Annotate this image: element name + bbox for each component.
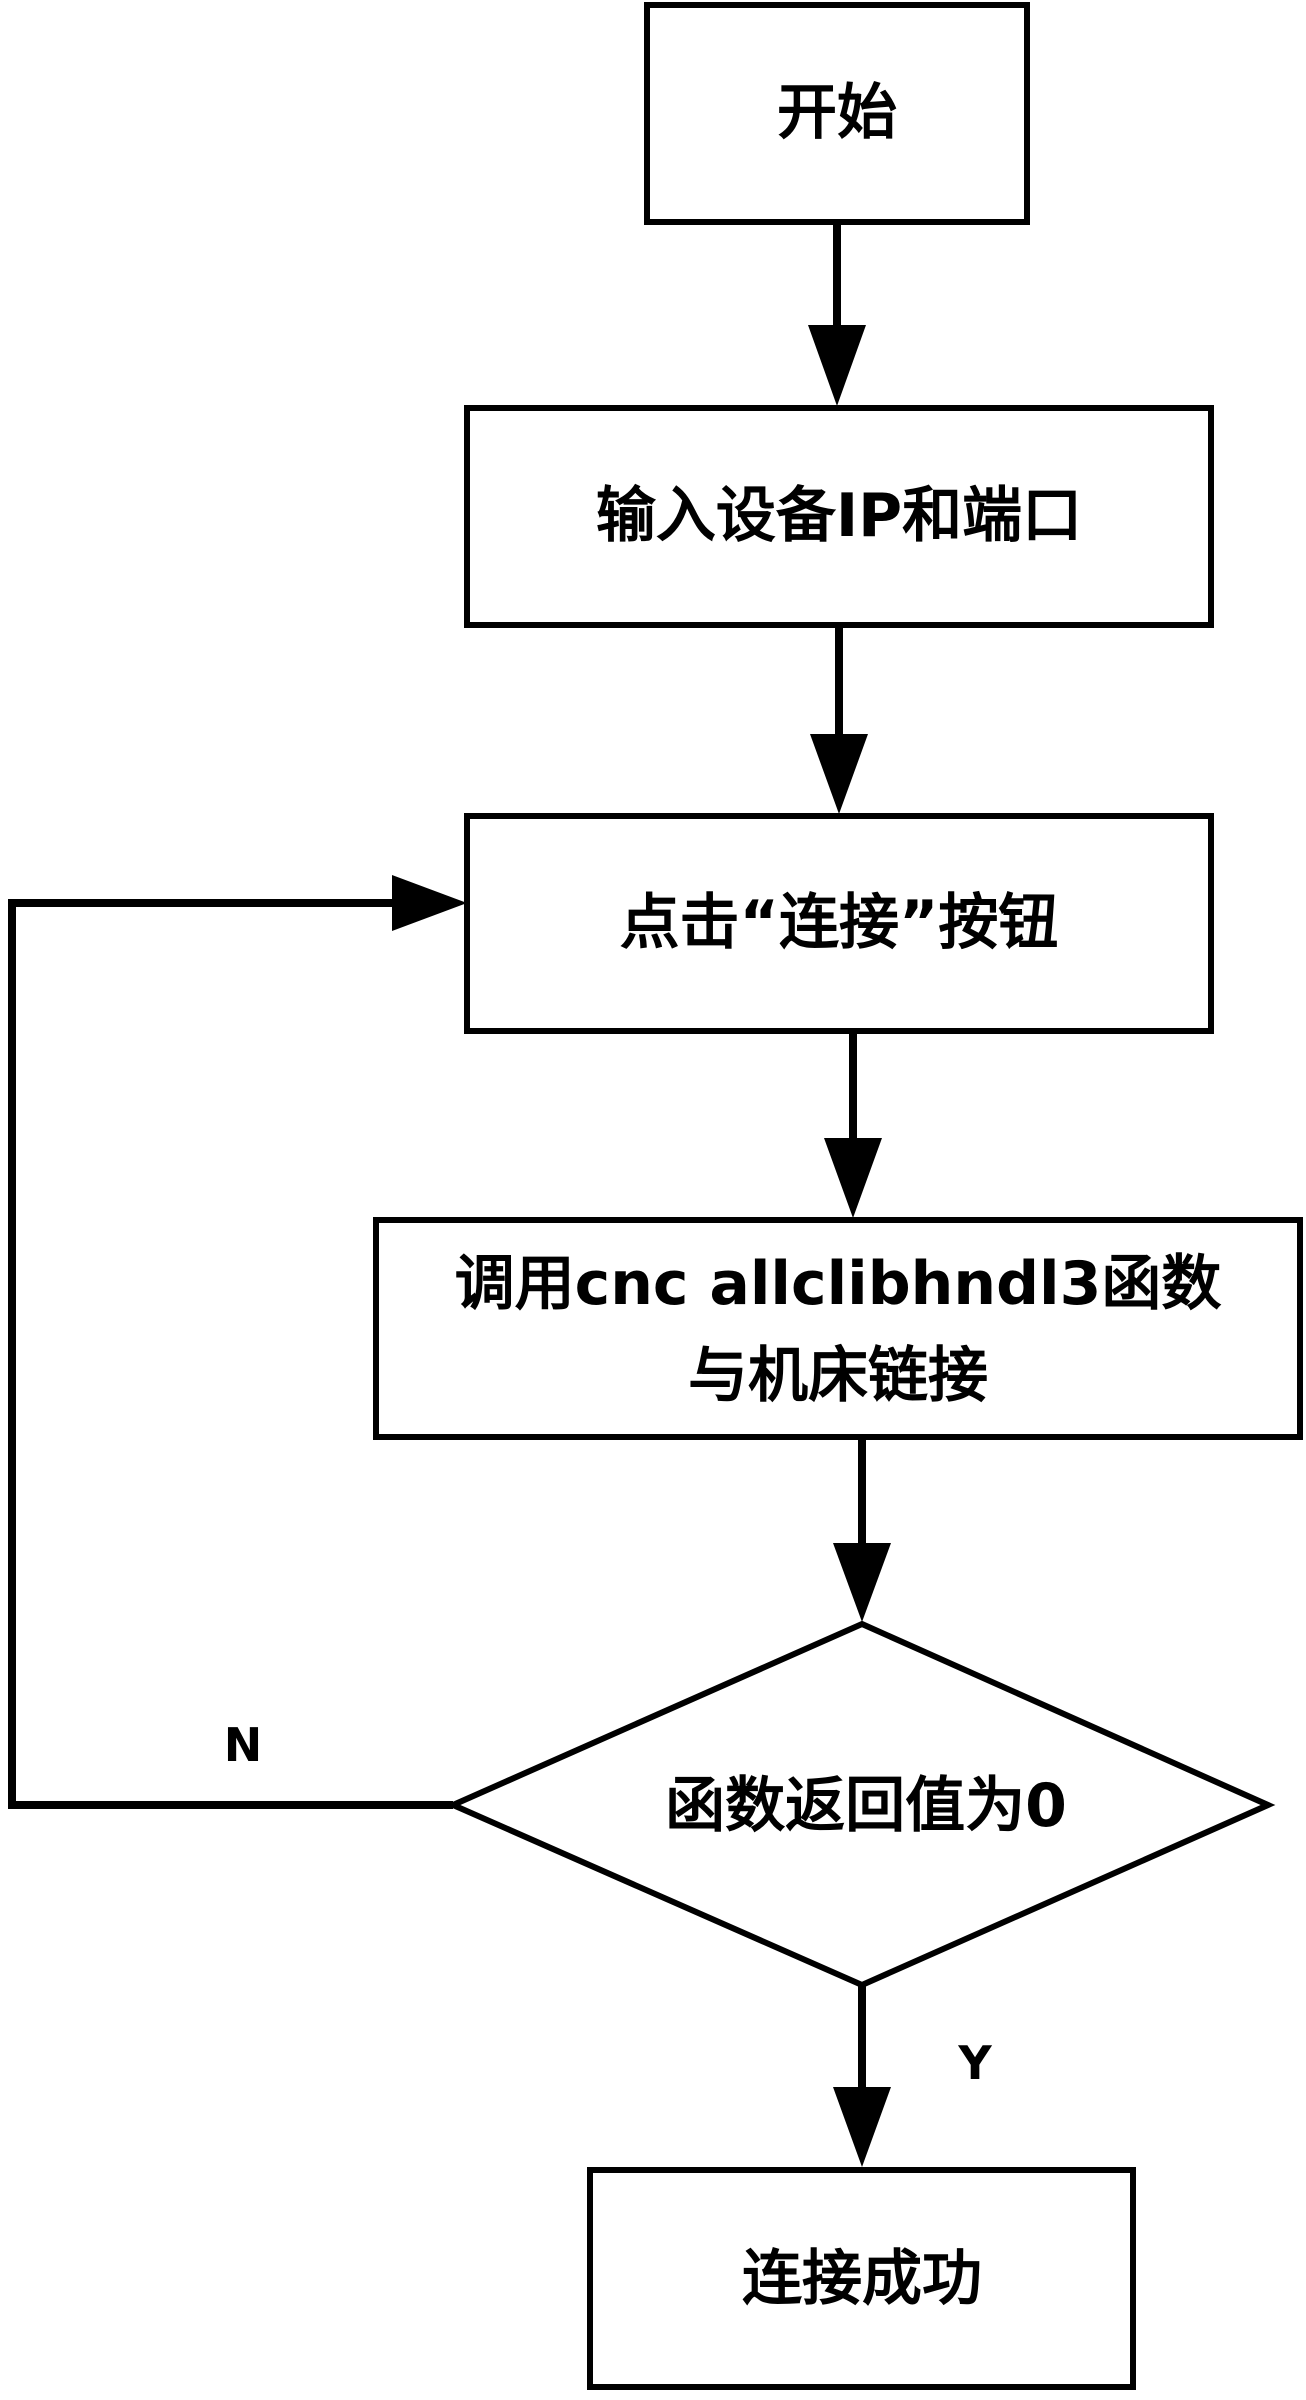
arrow-input-to-click <box>810 625 868 814</box>
input-node: 输入设备IP和端口 <box>464 405 1214 628</box>
start-node: 开始 <box>644 2 1030 225</box>
arrow-no-loop <box>8 875 467 1809</box>
decision-label: 函数返回值为0 <box>665 1771 1067 1841</box>
arrow-call-to-decision <box>833 1437 891 1622</box>
arrow-click-to-call <box>824 1031 882 1218</box>
no-label: N <box>224 1718 263 1772</box>
click-box <box>464 813 1214 1034</box>
call-label-line2: 与机床链接 <box>688 1341 988 1411</box>
input-box <box>464 405 1214 628</box>
success-box <box>587 2167 1136 2390</box>
click-label: 点击“连接”按钮 <box>620 888 1059 958</box>
call-label-line1: 调用cnc allclibhndl3函数 <box>455 1249 1222 1319</box>
arrow-yes-to-success <box>833 1985 891 2167</box>
decision-node: 函数返回值为0 <box>445 1620 1276 1989</box>
start-box <box>644 2 1030 225</box>
arrow-start-to-input <box>808 222 866 406</box>
call-node: 调用cnc allclibhndl3函数 与机床链接 <box>373 1217 1303 1440</box>
click-node: 点击“连接”按钮 <box>464 813 1214 1034</box>
success-label: 连接成功 <box>742 2244 982 2314</box>
call-box <box>373 1217 1303 1440</box>
start-label: 开始 <box>777 78 897 148</box>
yes-label: Y <box>957 2036 992 2090</box>
success-node: 连接成功 <box>587 2167 1136 2390</box>
input-label: 输入设备IP和端口 <box>596 481 1082 551</box>
